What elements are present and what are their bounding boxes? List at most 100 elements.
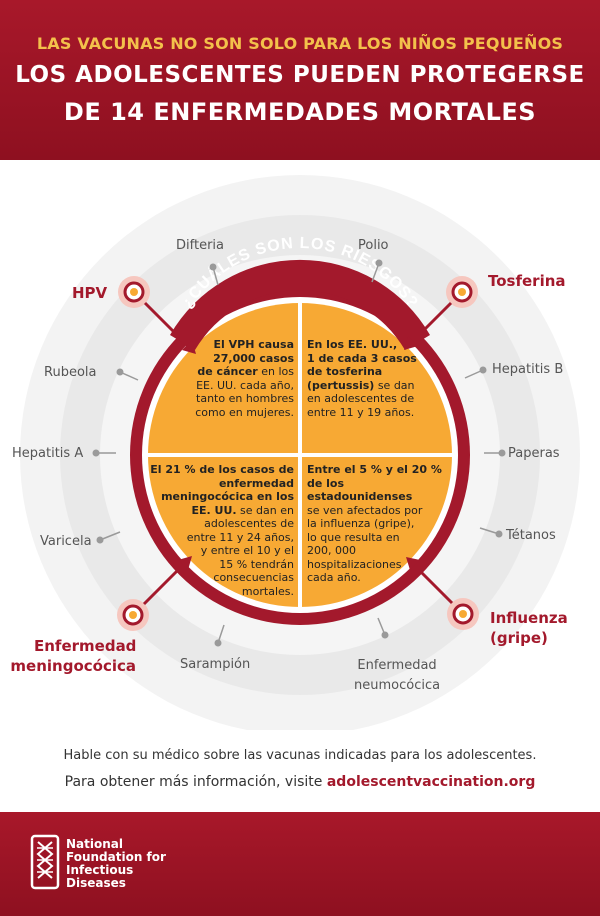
q-tl-rest2: tanto en hombres: [196, 392, 294, 405]
q-bl-rest3: 15 % tendrán: [219, 557, 294, 571]
target-influenza-arrow: [410, 561, 454, 605]
header-title-line1: LOS ADOLESCENTES PUEDEN PROTEGERSE: [15, 62, 585, 88]
heading-band: [170, 259, 430, 350]
org-line2: Foundation for: [66, 850, 166, 864]
risk-wheel: ¿CUÁLES SON LOS RIESGOS?: [0, 160, 600, 730]
pin-tetanos-line: [479, 527, 500, 535]
nfid-logo-icon: [30, 834, 60, 890]
label-varicela: Varicela: [40, 534, 92, 549]
q-bl-rest5: mortales.: [241, 584, 294, 598]
target-influenza-arrowhead: [406, 557, 420, 570]
pin-difteria-line: [212, 266, 219, 286]
label-meningo: Enfermedad meningocócica: [10, 636, 137, 676]
label-rubeola: Rubeola: [44, 365, 97, 380]
q-bl-bold1: enfermedad: [218, 476, 294, 490]
quadrant-bottom-left: El 21 % de los casos de enfermedad menin…: [150, 463, 294, 598]
q-bl-bold3: EE. UU.: [191, 503, 237, 517]
q-tr-rest1: entre 11 y 19 años.: [307, 405, 415, 419]
q-br-rest5: cada año.: [307, 571, 361, 584]
org-line4: Diseases: [66, 876, 126, 890]
label-meningo-line1: Enfermedad: [34, 637, 137, 655]
minor-pins: [92, 259, 506, 647]
q-tr-bold1: 1 de cada 3 casos: [307, 351, 417, 365]
label-hepatitis-a: Hepatitis A: [12, 446, 84, 461]
quadrant-top-left: El VPH causa 27,000 casos de cáncer en l…: [184, 338, 294, 419]
label-hepatitis-b: Hepatitis B: [492, 362, 564, 377]
q-bl-rest1: entre 11 y 24 años,: [186, 530, 294, 544]
label-neumo-line1: Enfermedad: [357, 658, 437, 673]
q-tr-rest-inline: se dan: [374, 378, 415, 392]
q-tl-rest0: en los: [257, 365, 294, 378]
q-bl-rest-inline: se dan en: [236, 503, 294, 517]
q-tr-bold2: de tosferina: [307, 365, 383, 378]
header-banner: LAS VACUNAS NO SON SOLO PARA LOS NIÑOS P…: [0, 0, 600, 160]
label-polio: Polio: [358, 238, 389, 253]
major-targets: [117, 276, 479, 631]
q-tl-bold3: de cáncer: [197, 365, 258, 378]
label-hpv: HPV: [72, 284, 108, 302]
pin-polio-line: [371, 262, 380, 283]
target-tosferina-arrowhead: [404, 336, 418, 350]
q-tr-bold3: (pertussis): [307, 378, 375, 392]
label-influenza: Influenza (gripe): [490, 608, 568, 648]
pin-hepb-line: [464, 369, 484, 379]
label-influenza-line2: (gripe): [490, 629, 548, 647]
target-tosferina-center: [458, 288, 466, 296]
label-neumo-line2: neumocócica: [354, 678, 441, 693]
q-tl-bold2: 27,000 casos: [213, 351, 294, 365]
q-bl-rest0: adolescentes de: [204, 517, 294, 530]
target-meningo: [117, 556, 192, 631]
org-line3: Infectious: [66, 863, 134, 877]
target-tosferina: [404, 276, 478, 350]
pin-rubeola-line: [119, 371, 139, 381]
target-hpv-center: [130, 288, 138, 296]
q-bl-bold0: El 21 % de los casos de: [150, 463, 294, 476]
header-title-line2: DE 14 ENFERMEDADES MORTALES: [63, 98, 537, 126]
quadrant-bottom-right: Entre el 5 % y el 20 % de los estadounid…: [307, 463, 447, 585]
label-tetanos: Tétanos: [506, 528, 556, 543]
footer-more-info: Para obtener más información, visite ado…: [0, 774, 600, 790]
footer-link[interactable]: adolescentvaccination.org: [326, 774, 536, 790]
label-influenza-line1: Influenza: [490, 609, 568, 627]
q-tr-rest0: en adolescentes de: [307, 392, 415, 405]
q-tr-bold0: En los EE. UU.,: [307, 338, 398, 351]
risk-wheel-graphic: ¿CUÁLES SON LOS RIESGOS?: [20, 175, 580, 730]
q-br-bold1: de los estadounidenses: [307, 476, 413, 504]
q-br-rest2: lo que resulta en: [307, 530, 400, 544]
target-tosferina-arrow: [408, 301, 453, 346]
target-meningo-center: [129, 611, 137, 619]
q-tl-rest3: como en mujeres.: [195, 405, 294, 419]
q-br-rest3: 200, 000: [307, 544, 356, 557]
target-hpv: [118, 276, 196, 354]
footer-bar: National Foundation for Infectious Disea…: [0, 812, 600, 916]
label-paperas: Paperas: [508, 446, 560, 461]
q-bl-rest2: y entre el 10 y el: [200, 544, 294, 557]
target-hpv-arrowhead: [182, 340, 196, 354]
q-br-rest1: la influenza (gripe),: [307, 517, 415, 530]
target-influenza: [406, 557, 479, 630]
target-meningo-arrowhead: [178, 556, 192, 570]
label-tosferina: Tosferina: [488, 272, 566, 290]
label-meningo-line2: meningocócica: [10, 657, 136, 675]
nfid-logo-text: National Foundation for Infectious Disea…: [66, 838, 166, 890]
q-tl-rest1: EE. UU. cada año,: [196, 378, 294, 392]
pin-varicela-line: [99, 531, 121, 541]
q-br-rest0: se ven afectados por: [307, 503, 423, 517]
q-bl-rest4: consecuencias: [213, 571, 294, 584]
pin-sarampion-line: [217, 624, 225, 644]
q-bl-bold2: meningocócica en los: [161, 490, 294, 503]
footer-more-info-prefix: Para obtener más información, visite: [64, 774, 327, 790]
target-hpv-arrow: [143, 301, 192, 350]
footer-advice: Hable con su médico sobre las vacunas in…: [63, 748, 537, 763]
quadrant-top-right: En los EE. UU., 1 de cada 3 casos de tos…: [307, 338, 422, 419]
target-influenza-center: [459, 610, 467, 618]
label-neumo: Enfermedad neumocócica: [354, 656, 440, 696]
q-tl-bold1: El VPH causa: [213, 338, 294, 351]
label-difteria: Difteria: [176, 238, 224, 253]
q-br-rest4: hospitalizaciones: [307, 557, 402, 571]
pin-neumo-line: [377, 617, 386, 636]
org-line1: National: [66, 837, 123, 851]
q-br-bold0: Entre el 5 % y el 20 %: [307, 463, 442, 476]
target-meningo-arrow: [142, 560, 188, 606]
header-kicker: LAS VACUNAS NO SON SOLO PARA LOS NIÑOS P…: [36, 34, 564, 53]
